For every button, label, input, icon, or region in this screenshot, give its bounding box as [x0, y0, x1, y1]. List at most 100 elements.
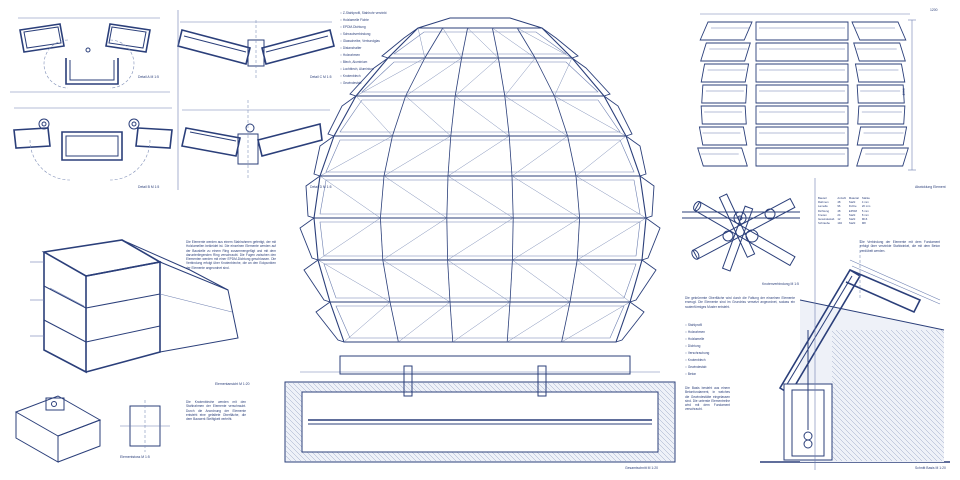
dome-ring: [313, 175, 647, 219]
table-cell: Knoten: [818, 212, 827, 217]
table-cell: Gewindestab: [818, 217, 835, 222]
hatch-line: [657, 382, 675, 400]
hatch-line: [860, 329, 945, 414]
dome-brace: [398, 301, 451, 343]
hatch-line: [831, 400, 893, 462]
dome-fold-line: [508, 135, 513, 177]
hatch-line: [831, 440, 853, 462]
caption-overview: Gesamtschnitt M 1:20: [625, 466, 658, 470]
dome-brace: [442, 27, 462, 59]
joint-detail-drawing: [14, 395, 170, 463]
dome-brace: [492, 27, 536, 59]
hatch-line: [831, 380, 913, 462]
dome-panel: [319, 221, 641, 257]
table-cell: 12: [837, 217, 841, 222]
legend-mid-item: Holzlamelle: [685, 336, 709, 343]
hatch-line: [925, 329, 945, 349]
hatch-line: [920, 329, 945, 354]
table-cell: 48: [837, 200, 841, 205]
legend-top: Z-Stahlprofil, Stahlrohr verzinktHolzlam…: [340, 10, 387, 87]
text-right-description: Die Verbindung der Elemente mit dem Fund…: [860, 240, 940, 253]
unfolded-panel: [755, 105, 849, 125]
dome-foundation: [284, 355, 676, 463]
dome-brace: [577, 259, 631, 303]
caption-detail-c: Detail C M 1:5: [310, 75, 332, 79]
dome-fin-left: [299, 217, 319, 261]
table-cell: 24: [837, 212, 841, 217]
hatch-line: [285, 430, 317, 462]
hatch-line: [885, 329, 945, 389]
unfolded-panel: [755, 42, 849, 62]
hatch-line: [647, 382, 675, 410]
caption-unfolding: Abwicklung Element: [915, 185, 946, 189]
dome-brace: [554, 57, 573, 97]
table-cell: 5 mm: [861, 208, 869, 213]
unfolded-panel: [698, 126, 748, 146]
dome-fold-line: [454, 57, 462, 97]
caption-elements: Elementansicht M 1:20: [215, 382, 250, 386]
dome-brace: [447, 217, 514, 261]
legend-mid-item: Stahlprofil: [685, 322, 709, 329]
dome-crown: [417, 17, 543, 29]
dome-panel: [319, 179, 641, 215]
dome-brace: [447, 135, 510, 177]
dome-brace: [382, 259, 451, 303]
dome-brace: [447, 259, 511, 303]
dome-ring: [319, 135, 641, 177]
connector-node: [682, 193, 800, 272]
hatch-line: [652, 382, 675, 405]
hatch-line: [831, 455, 838, 462]
unfolded-panel: [755, 63, 849, 83]
dome-brace: [317, 217, 381, 261]
unfolded-panel: [856, 147, 909, 167]
dome-fin-right: [541, 27, 579, 59]
dome-fold-line: [461, 27, 468, 59]
caption-foundation: Schnitt Basis M 1:20: [915, 466, 946, 470]
table-cell: Stahl: [848, 221, 856, 226]
dome-panel: [339, 99, 621, 133]
text-elements-description: Die Elemente werden aus einem Stahlrahme…: [186, 240, 276, 270]
dome-brace: [511, 135, 568, 177]
table-cell: Stahl: [848, 217, 856, 222]
dome-ring: [333, 95, 627, 137]
dome-ring: [329, 301, 631, 343]
legend-mid-item: Holzrahmen: [685, 329, 709, 336]
hatch-line: [855, 329, 945, 419]
dome-fin-left: [327, 95, 357, 137]
hatch-line: [880, 329, 945, 394]
table-cell: 4 mm: [861, 200, 869, 205]
element-isometric: [30, 239, 239, 374]
legend-top-item: Z-Stahlprofil, Stahlrohr verzinkt: [340, 10, 387, 17]
legend-top-item: Holzlamelle Fichte: [340, 17, 387, 24]
hatch-line: [865, 329, 945, 409]
hatch-line: [831, 390, 903, 462]
hatch-line: [285, 450, 297, 462]
unfolded-panel: [755, 147, 849, 167]
dome-fold-line: [380, 217, 384, 261]
table-cell: Stahl: [848, 212, 856, 217]
legend-top-item: Holzrahmen: [340, 52, 387, 59]
hatch-line: [831, 330, 945, 444]
dome-fold-line: [447, 135, 452, 177]
hatch-line: [831, 340, 945, 454]
caption-detail-b: Detail B M 1:5: [138, 185, 160, 189]
dome-fin-right: [641, 217, 661, 261]
unfolded-elements: [697, 21, 909, 167]
hatch-line: [831, 410, 883, 462]
dome-fold-line: [576, 217, 580, 261]
table-cell: M8: [861, 221, 866, 226]
table-cell: Lamelle: [818, 204, 828, 209]
unfolded-panel: [700, 63, 750, 83]
legend-mid: StahlprofilHolzrahmenHolzlamelleDichtung…: [685, 322, 709, 378]
legend-top-item: Schraubverbindung: [340, 31, 387, 38]
dome-fold-line: [380, 175, 385, 219]
hatch-line: [831, 430, 863, 462]
dome-fold-line: [511, 175, 514, 219]
dome-fold-line: [446, 175, 449, 219]
dome-panel: [393, 31, 567, 55]
caption-detail-a: Detail A M 1:5: [138, 75, 159, 79]
dome-fold-line: [554, 95, 568, 137]
